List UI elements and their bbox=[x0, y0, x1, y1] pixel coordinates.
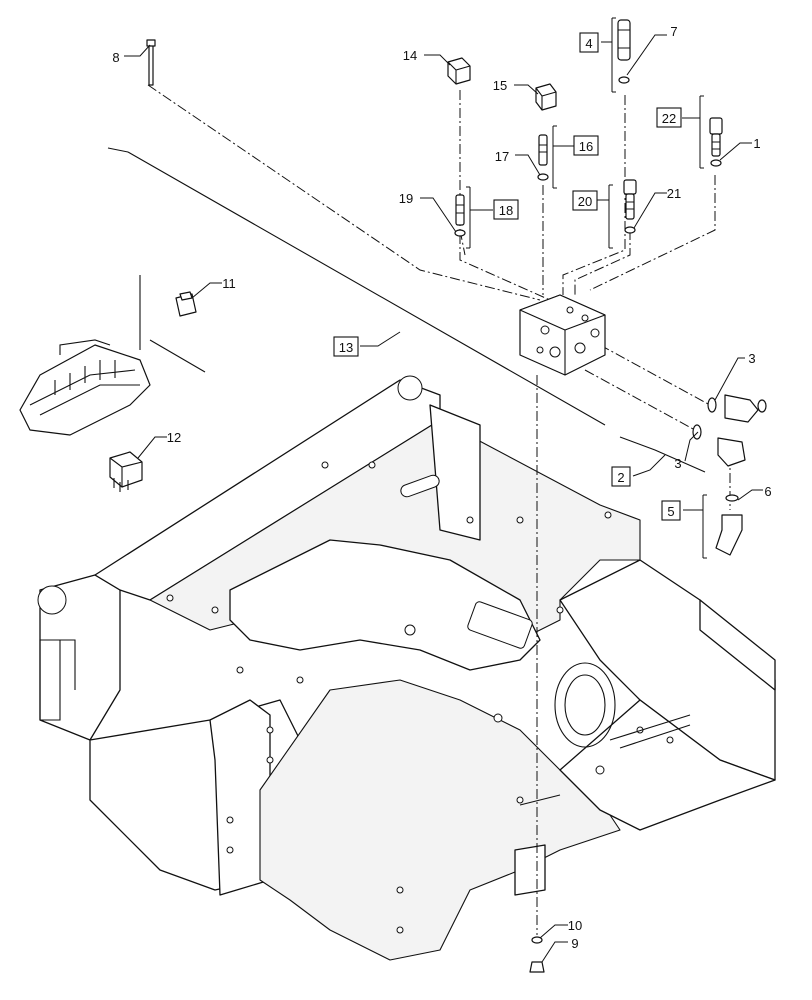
callout-box bbox=[579, 32, 599, 53]
callout-label: 14 bbox=[403, 48, 417, 63]
callout-box bbox=[333, 336, 359, 357]
callout-label: 15 bbox=[493, 78, 507, 93]
reference-lines bbox=[107, 147, 706, 473]
callout-label: 9 bbox=[571, 936, 578, 951]
callout-c11: 11 bbox=[222, 276, 236, 291]
callout-label: 13 bbox=[339, 340, 353, 355]
callout-c1: 1 bbox=[753, 136, 760, 151]
callout-label: 2 bbox=[617, 470, 624, 485]
callout-c5: 5 bbox=[661, 500, 681, 521]
callout-label: 3 bbox=[748, 351, 755, 366]
callout-c22: 22 bbox=[656, 107, 682, 128]
callout-label: 11 bbox=[222, 276, 236, 291]
long-bolt bbox=[146, 39, 156, 86]
elbow-fitting bbox=[707, 394, 767, 423]
callout-box bbox=[661, 500, 681, 521]
solenoid-cap-2 bbox=[535, 83, 557, 111]
callout-label: 18 bbox=[499, 203, 513, 218]
callout-c18: 18 bbox=[493, 199, 519, 220]
callout-box bbox=[573, 135, 599, 156]
pedal-assembly bbox=[19, 339, 151, 436]
pressure-valve bbox=[709, 117, 723, 167]
callout-c21: 21 bbox=[667, 186, 681, 201]
callout-label: 12 bbox=[167, 430, 181, 445]
callout-label: 21 bbox=[667, 186, 681, 201]
callout-label: 3 bbox=[674, 456, 681, 471]
nut-and-washer bbox=[529, 936, 545, 973]
callout-label: 7 bbox=[670, 24, 677, 39]
callout-c10: 10 bbox=[568, 918, 582, 933]
callout-label: 19 bbox=[399, 191, 413, 206]
callout-label: 20 bbox=[578, 194, 592, 209]
callout-c6: 6 bbox=[764, 484, 771, 499]
callout-c13: 13 bbox=[333, 336, 359, 357]
elbow-fitting-2 bbox=[692, 424, 746, 467]
callout-c20: 20 bbox=[572, 190, 598, 211]
callout-label: 17 bbox=[495, 149, 509, 164]
solenoid-cap bbox=[447, 57, 471, 85]
callout-c3a: 3 bbox=[748, 351, 755, 366]
relief-valve bbox=[623, 179, 637, 234]
callout-c8: 8 bbox=[112, 50, 119, 65]
callout-box bbox=[611, 466, 631, 487]
chassis-frame bbox=[37, 375, 776, 961]
swivel-elbow bbox=[715, 494, 743, 556]
callout-c12: 12 bbox=[167, 430, 181, 445]
callout-label: 5 bbox=[667, 504, 674, 519]
callout-c17: 17 bbox=[495, 149, 509, 164]
callout-c15: 15 bbox=[493, 78, 507, 93]
leader-lines bbox=[124, 17, 763, 963]
callout-label: 10 bbox=[568, 918, 582, 933]
callout-c14: 14 bbox=[403, 48, 417, 63]
cartridge-valve bbox=[537, 134, 549, 181]
valve-block bbox=[519, 294, 606, 376]
callout-label: 22 bbox=[662, 111, 676, 126]
callout-c3b: 3 bbox=[674, 456, 681, 471]
callout-label: 6 bbox=[764, 484, 771, 499]
rocker-switch bbox=[175, 291, 197, 317]
callout-label: 16 bbox=[579, 139, 593, 154]
relay bbox=[109, 451, 143, 492]
callout-c16: 16 bbox=[573, 135, 599, 156]
callout-box bbox=[572, 190, 598, 211]
callout-label: 4 bbox=[585, 36, 592, 51]
cartridge-valve-2 bbox=[454, 194, 466, 237]
callout-label: 8 bbox=[112, 50, 119, 65]
check-valve bbox=[617, 19, 631, 84]
callout-c19: 19 bbox=[399, 191, 413, 206]
callout-c4: 4 bbox=[579, 32, 599, 53]
callout-label: 1 bbox=[753, 136, 760, 151]
callout-c7: 7 bbox=[670, 24, 677, 39]
callout-c2: 2 bbox=[611, 466, 631, 487]
callout-box bbox=[493, 199, 519, 220]
assembly-lines bbox=[147, 84, 731, 935]
callout-box bbox=[656, 107, 682, 128]
callout-c9: 9 bbox=[571, 936, 578, 951]
